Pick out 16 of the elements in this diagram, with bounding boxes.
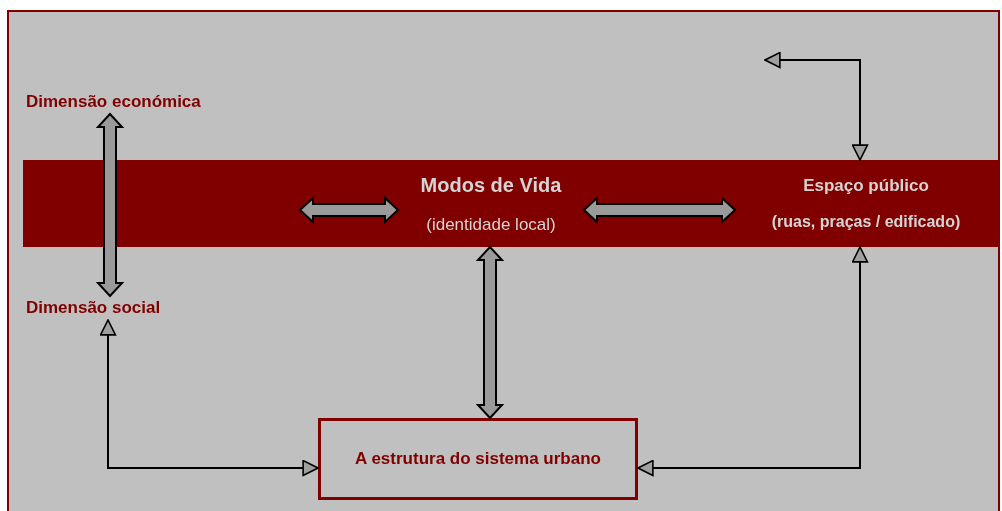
elbow-arrow <box>764 51 869 161</box>
heading: Modos de Vida <box>420 172 562 198</box>
elbow-arrow <box>637 246 869 477</box>
text-box <box>318 418 638 500</box>
heading: Espaço público <box>803 174 929 197</box>
label: A estrutura do sistema urbano <box>354 448 602 470</box>
double-arrow <box>475 245 505 420</box>
subheading: (identidade local) <box>426 213 556 236</box>
double-arrow <box>95 112 125 298</box>
double-arrow <box>298 195 400 225</box>
label: Dimensão económica <box>26 91 201 114</box>
label: Dimensão social <box>26 297 161 320</box>
double-arrow <box>582 195 737 225</box>
elbow-arrow <box>99 319 319 477</box>
subheading: (ruas, praças / edificado) <box>771 212 961 233</box>
band <box>23 160 998 247</box>
